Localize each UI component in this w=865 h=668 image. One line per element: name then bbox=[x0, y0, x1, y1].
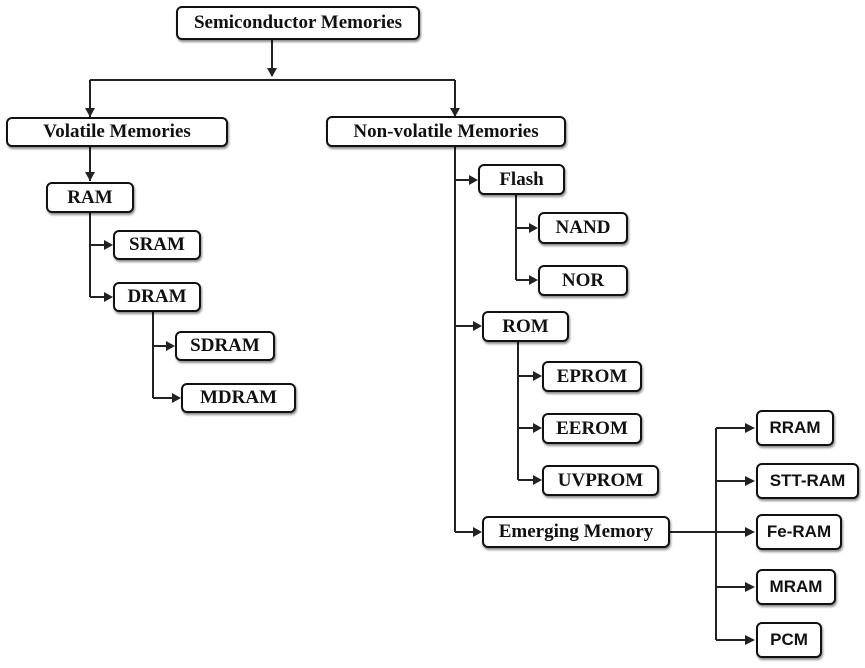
node-eerom: EEROM bbox=[542, 413, 642, 444]
node-emerging-memory: Emerging Memory bbox=[482, 516, 670, 548]
arrow-right-icon bbox=[473, 321, 482, 331]
node-non-volatile-memories: Non-volatile Memories bbox=[326, 116, 566, 147]
arrow-right-icon bbox=[745, 635, 755, 645]
arrow-right-icon bbox=[533, 371, 542, 381]
node-sram: SRAM bbox=[113, 230, 201, 260]
arrow-right-icon bbox=[529, 223, 538, 233]
node-rom: ROM bbox=[482, 311, 569, 342]
arrow-right-icon bbox=[166, 341, 175, 351]
arrow-down-icon bbox=[85, 108, 95, 117]
node-flash: Flash bbox=[478, 164, 565, 195]
node-eprom: EPROM bbox=[542, 361, 642, 392]
node-mram: MRAM bbox=[756, 569, 836, 605]
node-mdram: MDRAM bbox=[181, 383, 296, 413]
node-semiconductor-memories: Semiconductor Memories bbox=[176, 6, 420, 40]
node-pcm: PCM bbox=[756, 622, 822, 658]
arrow-right-icon bbox=[104, 292, 113, 302]
node-ram: RAM bbox=[46, 182, 134, 213]
node-rram: RRAM bbox=[756, 410, 834, 446]
arrow-down-icon bbox=[450, 108, 460, 117]
arrow-right-icon bbox=[745, 527, 755, 537]
arrow-right-icon bbox=[104, 240, 113, 250]
arrow-down-icon bbox=[267, 68, 277, 77]
arrow-right-icon bbox=[473, 527, 482, 537]
node-uvprom: UVPROM bbox=[542, 465, 659, 496]
node-nor: NOR bbox=[538, 265, 628, 296]
arrow-down-icon bbox=[85, 172, 95, 181]
arrow-right-icon bbox=[533, 423, 542, 433]
arrow-right-icon bbox=[745, 476, 755, 486]
node-dram: DRAM bbox=[113, 282, 201, 312]
node-stt-ram: STT-RAM bbox=[756, 463, 859, 499]
node-fe-ram: Fe-RAM bbox=[756, 514, 842, 550]
arrow-right-icon bbox=[529, 275, 538, 285]
arrow-right-icon bbox=[745, 582, 755, 592]
arrow-right-icon bbox=[745, 423, 755, 433]
node-volatile-memories: Volatile Memories bbox=[6, 117, 228, 147]
node-nand: NAND bbox=[538, 212, 628, 244]
node-sdram: SDRAM bbox=[175, 331, 275, 361]
arrow-right-icon bbox=[469, 175, 478, 185]
arrow-right-icon bbox=[533, 475, 542, 485]
arrow-right-icon bbox=[172, 393, 181, 403]
